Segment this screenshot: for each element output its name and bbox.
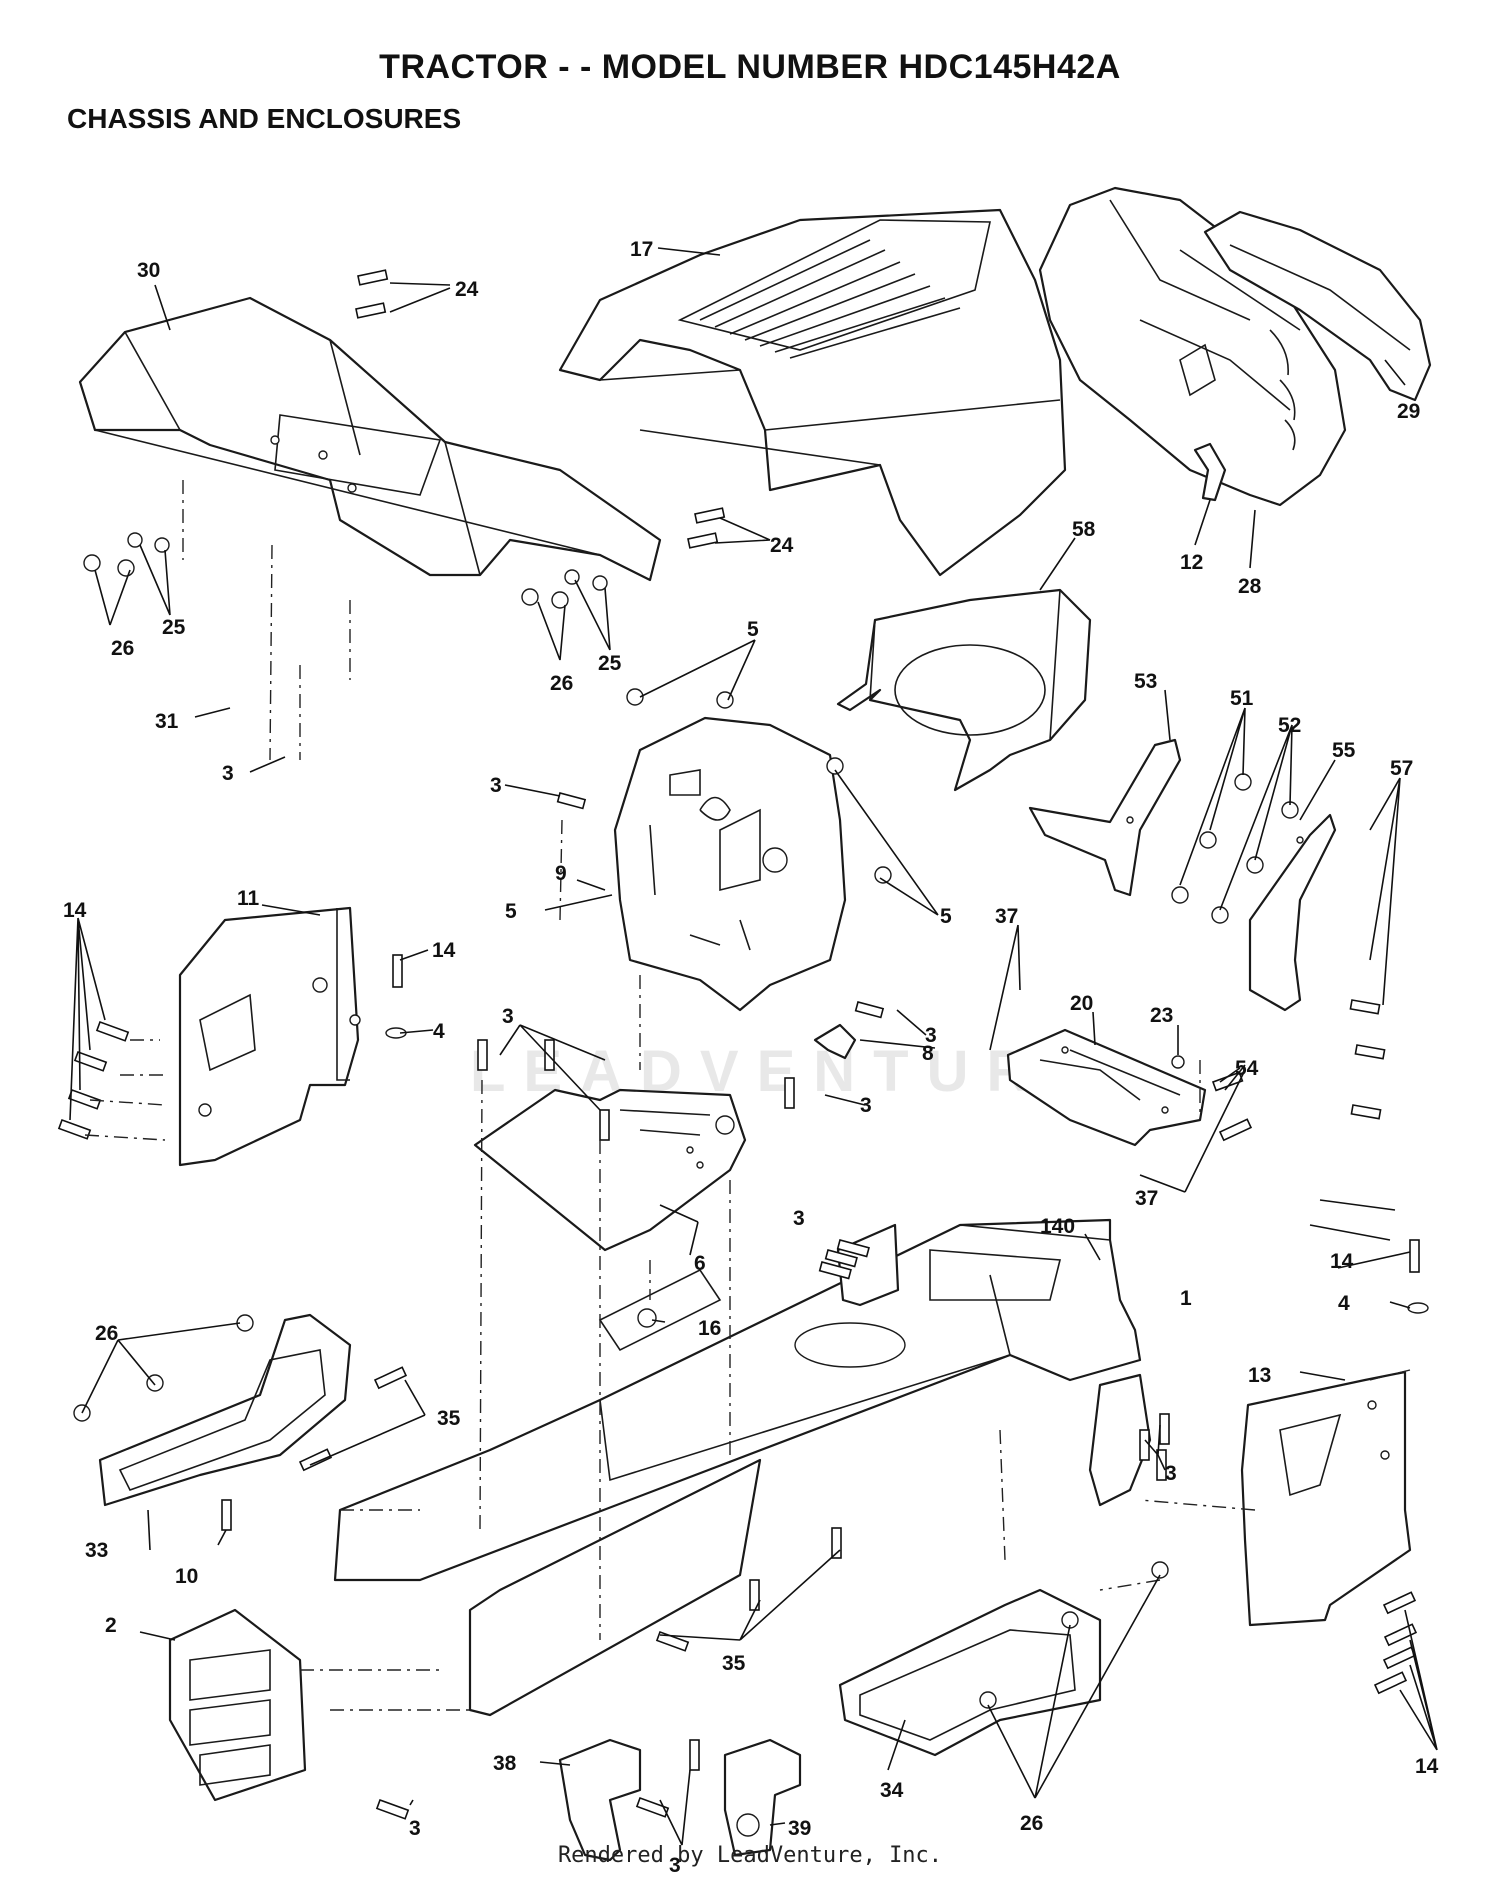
callout-4: 4 [1338,1292,1350,1315]
callout-24: 24 [770,534,794,557]
callout-3: 3 [669,1854,681,1877]
latch-part-12 [1193,442,1227,502]
callout-52: 52 [1278,714,1301,737]
callout-29: 29 [1397,400,1420,423]
callout-14: 14 [1415,1755,1439,1778]
callout-23: 23 [1150,1004,1173,1027]
frame-part-1 [333,1218,1152,1717]
callout-3: 3 [409,1817,421,1840]
callout-labels: 30 24 17 29 12 28 24 26 25 26 25 58 5 31… [63,238,1439,1877]
bracket-part-53 [1028,738,1182,897]
callout-35: 35 [437,1407,461,1430]
callout-4: 4 [433,1020,445,1043]
callout-8: 8 [922,1042,934,1065]
callout-11: 11 [237,887,260,910]
bracket-part-38 [558,1738,642,1862]
callout-14: 14 [1330,1250,1354,1273]
callout-17: 17 [630,238,653,261]
callout-24: 24 [455,278,479,301]
callout-5: 5 [747,618,759,641]
callout-26: 26 [95,1322,118,1345]
callout-3: 3 [502,1005,514,1028]
page-title: TRACTOR - - MODEL NUMBER HDC145H42A [379,48,1121,86]
steering-plate-part-6 [473,1088,747,1252]
fastener-hardware [57,269,1429,1820]
callout-2: 2 [105,1614,117,1637]
callout-leader-lines [69,247,1438,1846]
callout-53: 53 [1134,670,1157,693]
callout-10: 10 [175,1565,198,1588]
side-panel-part-11 [178,906,361,1167]
callout-57: 57 [1390,757,1413,780]
callout-25: 25 [598,652,622,675]
nose-grille-part-28 [1038,186,1347,507]
dash-panel-part-9 [613,716,847,1012]
callout-5: 5 [505,900,517,923]
callout-1: 1 [1180,1287,1192,1310]
bracket-part-55 [1248,813,1337,1012]
callout-26: 26 [1020,1812,1043,1835]
callout-37: 37 [1135,1187,1158,1210]
footrest-part-34 [838,1588,1102,1757]
fender-part-30 [78,296,662,582]
grille-insert-part-29 [1203,210,1432,402]
footer-credit: Rendered by LeadVenture, Inc. [557,1843,943,1868]
hood-part-17 [558,208,1067,577]
callout-33: 33 [85,1539,108,1562]
side-panel-part-13 [1240,1370,1412,1627]
callout-35: 35 [722,1652,746,1675]
callout-13: 13 [1248,1364,1271,1387]
bracket-part-20 [1006,1028,1207,1147]
callout-25: 25 [162,616,186,639]
callout-6: 6 [694,1252,706,1275]
callout-37: 37 [995,905,1018,928]
plate-part-2 [168,1608,307,1802]
callout-58: 58 [1072,518,1096,541]
callout-5: 5 [940,905,952,928]
heat-shield-part-58 [836,588,1092,792]
callout-54: 54 [1235,1057,1259,1080]
callout-3: 3 [1165,1462,1177,1485]
callout-20: 20 [1070,992,1093,1015]
footrest-part-33 [98,1313,352,1507]
callout-31: 31 [155,710,179,733]
assembly-lines [84,480,1411,1711]
callout-39: 39 [788,1817,811,1840]
section-subtitle: CHASSIS AND ENCLOSURES [67,103,462,134]
callout-3: 3 [860,1094,872,1117]
callout-12: 12 [1180,551,1203,574]
callout-16: 16 [698,1317,721,1340]
callout-26: 26 [111,637,134,660]
callout-9: 9 [555,862,567,885]
bracket-part-39 [723,1738,802,1857]
callout-28: 28 [1238,575,1262,598]
callout-3: 3 [793,1207,805,1230]
callout-3: 3 [925,1024,937,1047]
callout-3: 3 [222,762,234,785]
callout-140: 140 [1040,1215,1075,1238]
callout-34: 34 [880,1779,904,1802]
callout-38: 38 [493,1752,517,1775]
callout-55: 55 [1332,739,1356,762]
callout-14: 14 [432,939,456,962]
callout-26: 26 [550,672,573,695]
callout-14: 14 [63,899,87,922]
callout-30: 30 [137,259,160,282]
callout-51: 51 [1230,687,1254,710]
callout-3: 3 [490,774,502,797]
